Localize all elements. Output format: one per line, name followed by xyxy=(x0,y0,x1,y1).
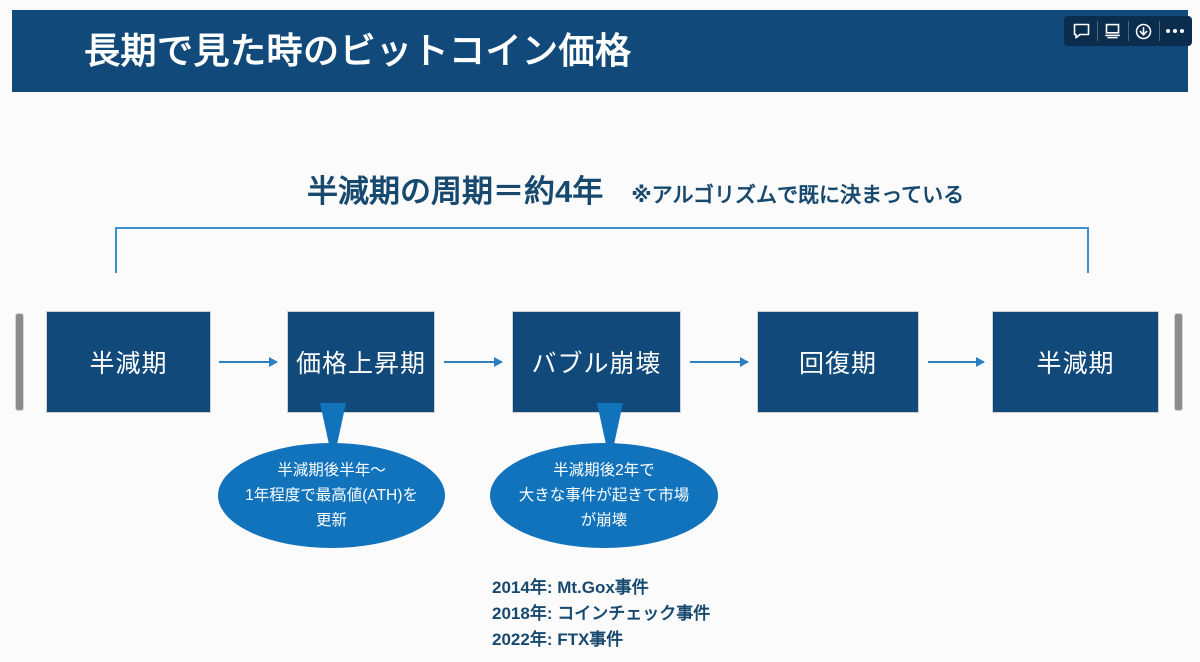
more-options-icon[interactable] xyxy=(1159,16,1190,46)
flow-arrow-1 xyxy=(219,357,278,367)
list-item: 2018年: コインチェック事件 xyxy=(492,604,711,623)
left-edge-bar xyxy=(16,314,23,410)
list-item: 2022年: FTX事件 xyxy=(492,630,624,649)
callout-price-rise-text: 半減期後半年〜 1年程度で最高値(ATH)を 更新 xyxy=(245,458,418,533)
stage-box-4[interactable]: 回復期 xyxy=(758,312,918,412)
more-dots xyxy=(1165,29,1184,33)
list-item: 2014年: Mt.Gox事件 xyxy=(492,578,649,597)
callout-bubble-burst-text: 半減期後2年で 大きな事件が起きて市場 が崩壊 xyxy=(519,458,690,533)
flow-arrow-4 xyxy=(928,357,985,367)
right-edge-bar xyxy=(1175,314,1182,410)
slide-header: 長期で見た時のビットコイン価格 xyxy=(12,10,1188,92)
stage-box-3[interactable]: バブル崩壊 xyxy=(513,312,680,412)
stage-box-5[interactable]: 半減期 xyxy=(993,312,1158,412)
cycle-bracket xyxy=(115,227,1089,273)
callout-bubble-burst: 半減期後2年で 大きな事件が起きて市場 が崩壊 xyxy=(490,443,718,548)
callout-line: 大きな事件が起きて市場 xyxy=(518,487,690,504)
cycle-flow: 半減期 価格上昇期 バブル崩壊 回復期 半減期 xyxy=(0,312,1200,412)
callout-line: 半減期後半年〜 xyxy=(277,462,386,479)
present-icon[interactable] xyxy=(1097,16,1128,46)
callout-line: 1年程度で最高値(ATH)を xyxy=(245,487,418,504)
page-title: 長期で見た時のビットコイン価格 xyxy=(84,30,632,71)
callout-line: 半減期後2年で xyxy=(553,462,655,479)
callout-line: が崩壊 xyxy=(580,512,628,529)
event-list: 2014年: Mt.Gox事件 2018年: コインチェック事件 2022年: … xyxy=(492,575,710,653)
subheading-main: 半減期の周期＝約4年 xyxy=(307,174,604,209)
subheading: 半減期の周期＝約4年 ※アルゴリズムで既に決まっている xyxy=(307,166,964,211)
stage-box-2[interactable]: 価格上昇期 xyxy=(288,312,434,412)
subheading-note: ※アルゴリズムで既に決まっている xyxy=(631,184,965,207)
comment-icon[interactable] xyxy=(1066,16,1097,46)
flow-arrow-3 xyxy=(690,357,749,367)
callout-line: 更新 xyxy=(315,512,347,529)
stage-box-1[interactable]: 半減期 xyxy=(47,312,210,412)
download-icon[interactable] xyxy=(1128,16,1159,46)
flow-arrow-2 xyxy=(444,357,503,367)
callout-price-rise: 半減期後半年〜 1年程度で最高値(ATH)を 更新 xyxy=(218,443,445,548)
slide-toolbar xyxy=(1064,16,1192,46)
